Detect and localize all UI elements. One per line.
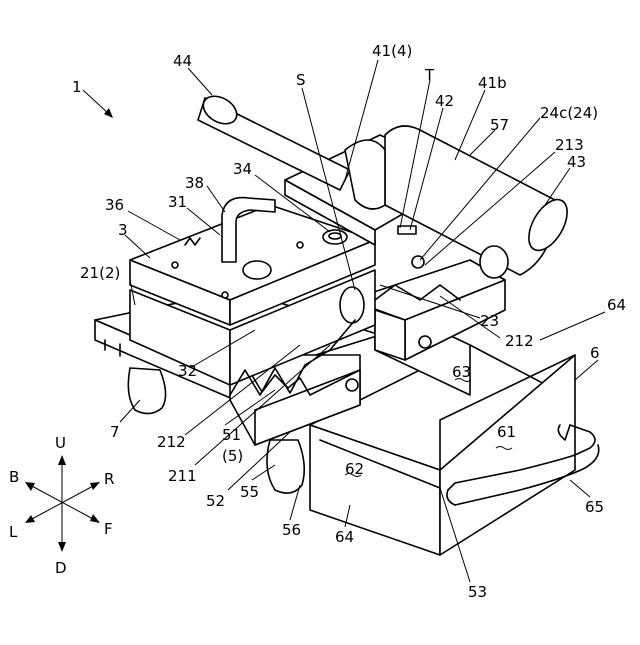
label-34: 34 bbox=[233, 160, 252, 178]
label-41-4: 41(4) bbox=[372, 42, 412, 60]
label-24c: 24c(24) bbox=[540, 104, 598, 122]
dir-right: R bbox=[104, 470, 114, 488]
label-31: 31 bbox=[168, 193, 187, 211]
label-61: 61 bbox=[497, 423, 516, 441]
bolt-56 bbox=[346, 379, 358, 391]
label-57: 57 bbox=[490, 116, 509, 134]
label-63: 63 bbox=[452, 363, 471, 381]
screw-1 bbox=[172, 262, 178, 268]
label-212a: 212 bbox=[505, 332, 534, 350]
lever-base bbox=[243, 261, 271, 279]
label-6: 6 bbox=[590, 344, 600, 362]
label-62: 62 bbox=[345, 460, 364, 478]
dir-left: L bbox=[9, 523, 18, 541]
label-42: 42 bbox=[435, 92, 454, 110]
label-52: 52 bbox=[206, 492, 225, 510]
roller-body bbox=[385, 126, 559, 275]
label-43: 43 bbox=[567, 153, 586, 171]
label-1: 1 bbox=[72, 78, 82, 96]
label-213: 213 bbox=[555, 136, 584, 154]
label-23: 23 bbox=[480, 312, 499, 330]
label-65: 65 bbox=[585, 498, 604, 516]
screw-3 bbox=[297, 242, 303, 248]
label-44: 44 bbox=[173, 52, 192, 70]
label-41b: 41b bbox=[478, 74, 507, 92]
dir-front: F bbox=[104, 520, 113, 538]
label-211: 211 bbox=[168, 467, 197, 485]
label-56: 56 bbox=[282, 521, 301, 539]
label-T: T bbox=[424, 66, 435, 84]
support-bolt bbox=[419, 336, 431, 348]
label-36: 36 bbox=[105, 196, 124, 214]
label-212b: 212 bbox=[157, 433, 186, 451]
label-55: 55 bbox=[240, 483, 259, 501]
screw-2 bbox=[222, 292, 228, 298]
direction-axes bbox=[25, 455, 100, 552]
tube-S bbox=[340, 287, 364, 323]
label-53: 53 bbox=[468, 583, 487, 601]
knob-34-inner bbox=[329, 233, 341, 239]
label-64b: 64 bbox=[335, 528, 354, 546]
label-3: 3 bbox=[118, 221, 128, 239]
label-38: 38 bbox=[185, 174, 204, 192]
label-64a: 64 bbox=[607, 296, 626, 314]
label-32: 32 bbox=[178, 362, 197, 380]
label-5: (5) bbox=[222, 447, 243, 465]
dir-back: B bbox=[9, 468, 19, 486]
dir-down: D bbox=[55, 559, 67, 577]
label-21-2: 21(2) bbox=[80, 264, 120, 282]
tab-T bbox=[398, 226, 416, 234]
label-51: 51 bbox=[222, 426, 241, 444]
label-7: 7 bbox=[110, 423, 120, 441]
label-S: S bbox=[296, 71, 306, 89]
roller-cap bbox=[480, 246, 508, 278]
dir-up: U bbox=[55, 434, 66, 452]
